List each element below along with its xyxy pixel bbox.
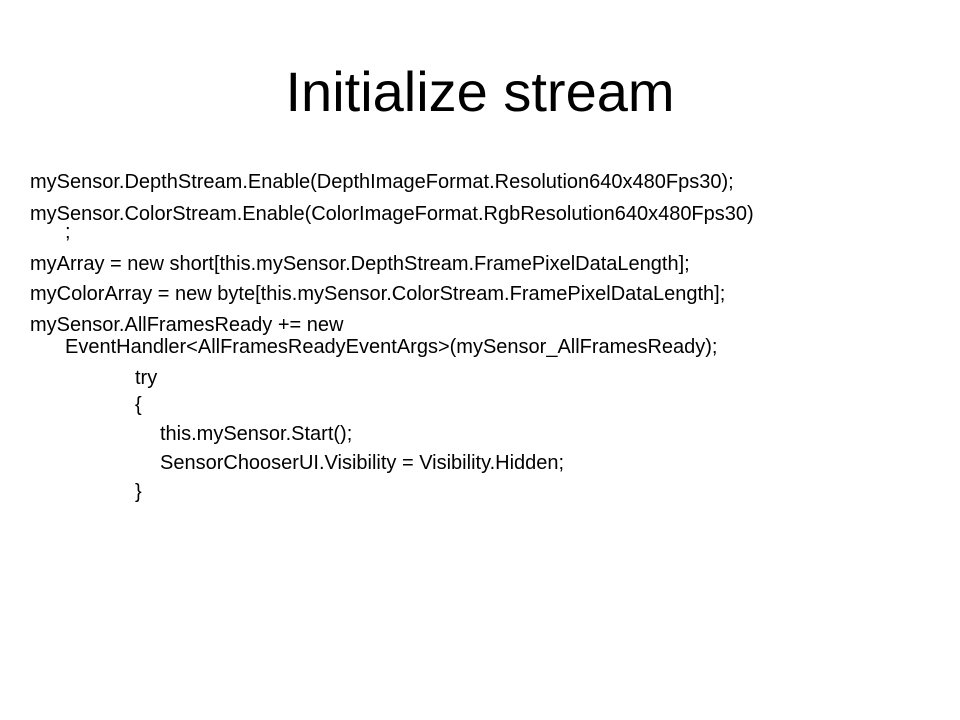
code-line-open-brace: { [135,394,142,416]
code-line-try: try [135,367,158,389]
code-line-visibility: SensorChooserUI.Visibility = Visibility.… [160,452,565,474]
code-line-color-enable: mySensor.ColorStream.Enable(ColorImageFo… [30,203,754,225]
code-line-depth-array: myArray = new short[this.mySensor.DepthS… [30,253,690,275]
code-line-event-handler: EventHandler<AllFramesReadyEventArgs>(my… [65,336,718,358]
code-line-close-brace: } [135,481,142,503]
slide-title: Initialize stream [285,60,675,123]
code-line-depth-enable: mySensor.DepthStream.Enable(DepthImageFo… [30,171,734,193]
code-line-color-enable-semicolon: ; [65,221,71,243]
code-line-sensor-start: this.mySensor.Start(); [160,423,353,445]
code-line-color-array: myColorArray = new byte[this.mySensor.Co… [30,283,726,305]
code-line-allframes-ready: mySensor.AllFramesReady += new [30,314,344,336]
